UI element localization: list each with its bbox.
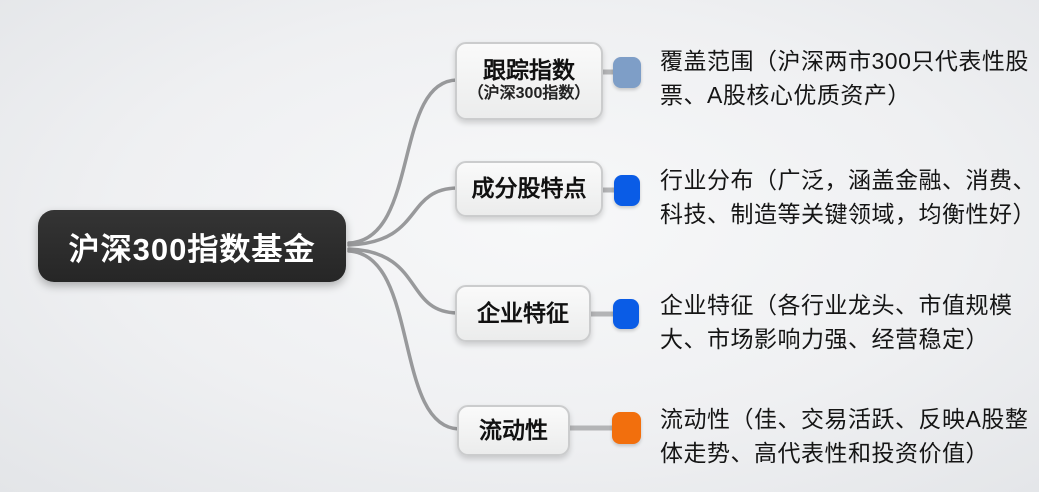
branch-curve-constituent bbox=[347, 186, 459, 247]
branch-sublabel: （沪深300指数） bbox=[467, 85, 591, 103]
marker-square-constituent bbox=[614, 175, 640, 206]
branch-label: 流动性 bbox=[479, 416, 548, 443]
branch-description-tracking-index: 覆盖范围（沪深两市300只代表性股票、A股核心优质资产） bbox=[660, 48, 1029, 108]
marker-square-tracking-index bbox=[613, 57, 641, 88]
root-node-label: 沪深300指数基金 bbox=[68, 231, 316, 267]
branch-label: 企业特征 bbox=[477, 299, 569, 326]
marker-square-enterprise bbox=[613, 299, 639, 329]
marker-square-liquidity bbox=[612, 412, 641, 444]
branch-curve-liquidity bbox=[347, 249, 461, 431]
branch-node-tracking-index: 跟踪指数 （沪深300指数） bbox=[455, 42, 603, 120]
root-node: 沪深300指数基金 bbox=[38, 210, 346, 282]
branch-description-liquidity: 流动性（佳、交易活跃、反映A股整体走势、高代表性和投资价值） bbox=[660, 406, 1029, 466]
branch-description-constituent: 行业分布（广泛，涵盖金融、消费、科技、制造等关键领域，均衡性好） bbox=[660, 167, 1036, 227]
branch-node-constituent-stock-features: 成分股特点 bbox=[455, 161, 603, 217]
branch-node-liquidity: 流动性 bbox=[457, 405, 570, 456]
branch-curve-enterprise bbox=[347, 247, 459, 315]
branch-node-enterprise-traits: 企业特征 bbox=[455, 285, 591, 342]
branch-label: 跟踪指数 bbox=[483, 56, 575, 83]
branch-description-enterprise: 企业特征（各行业龙头、市值规模大、市场影响力强、经营稳定） bbox=[660, 292, 1013, 352]
branch-curve-tracking-index bbox=[347, 78, 459, 245]
branch-label: 成分股特点 bbox=[471, 175, 587, 202]
